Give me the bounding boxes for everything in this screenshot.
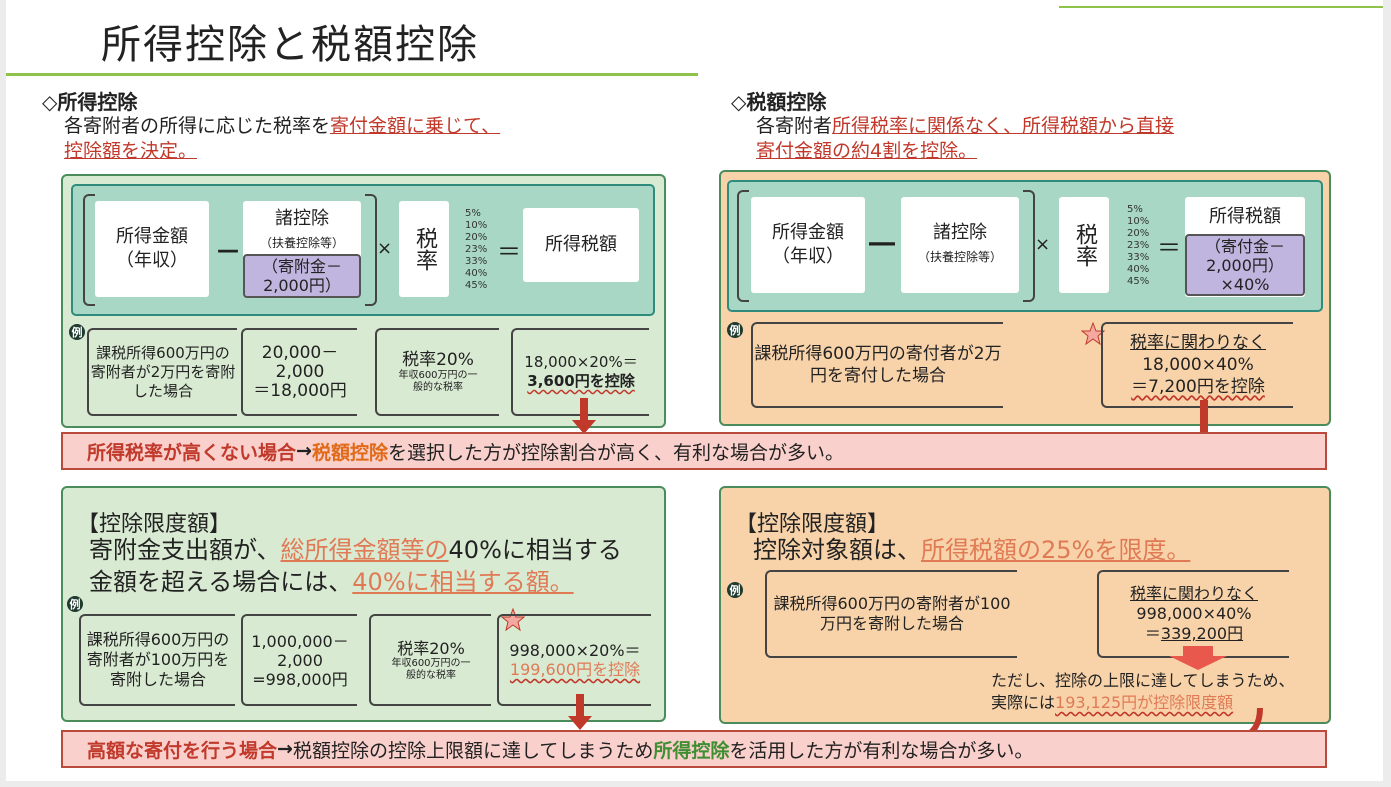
example-rate: 税率20% 年収600万円の一般的な税率: [369, 614, 491, 706]
deduction-box: 諸控除 （扶養控除等）: [901, 197, 1019, 293]
left-description: 各寄附者の所得に応じた税率を寄付金額に乗じて、 控除額を決定。: [64, 115, 501, 162]
example-case: 課税所得600万円の寄附者が100万円を寄附した場合: [765, 570, 1017, 658]
tax-credit-formula: 所得金額 （年収） ― 諸控除 （扶養控除等） × 税率 5%10%20%23%…: [727, 180, 1323, 312]
example-case: 課税所得600万円の寄附者が100万円を寄附した場合: [79, 614, 235, 706]
right-limit-panel: 【控除限度額】 控除対象額は、所得税額の25%を限度。 例 課税所得600万円の…: [719, 486, 1331, 724]
equals-sign: ＝: [1157, 234, 1181, 262]
example-result: 税率に関わりなく 18,000×40% ＝7,200円を控除: [1101, 322, 1293, 408]
limit-heading: 【控除限度額】: [77, 512, 232, 537]
recommendation-banner-1: 所得税率が高くない場合 → 税額控除 を選択した方が控除割合が高く、有利な場合が…: [61, 432, 1327, 470]
donation-box: （寄附金－2,000円）: [243, 254, 361, 298]
times-sign: ×: [1035, 234, 1051, 255]
example-result: 998,000×20%＝ 199,600円を控除: [497, 614, 651, 706]
limit-heading: 【控除限度額】: [735, 512, 890, 537]
limit-note: ただし、控除の上限に達してしまうため、 実際には193,125円が控除限度額: [991, 671, 1295, 712]
donation-box: （寄付金－2,000円）×40%: [1185, 234, 1305, 296]
income-deduction-panel: 所得金額 （年収） － 諸控除 （扶養控除等） （寄附金－2,000円） × 税…: [61, 174, 666, 428]
limit-text: 控除対象額は、所得税額の25%を限度。: [753, 536, 1191, 564]
down-arrow-icon: [572, 398, 596, 438]
left-limit-panel: 【控除限度額】 寄附金支出額が、総所得金額等の40%に相当する 金額を超える場合…: [61, 486, 666, 722]
example-rate: 税率20% 年収600万円の一般的な税率: [375, 328, 499, 416]
example-case: 課税所得600万円の寄付者が2万円を寄付した場合: [751, 322, 1003, 408]
down-arrow-icon: [1169, 646, 1227, 674]
example-calc: 20,000－ 2,000 ＝18,000円: [241, 328, 357, 416]
down-arrow-icon: [568, 694, 592, 734]
equals-sign: ＝: [497, 238, 521, 266]
rate-box: 税率: [399, 201, 449, 297]
rate-box: 税率: [1059, 197, 1109, 293]
minus-sign: ―: [869, 228, 895, 258]
rate-list: 5%10%20%23%33%40%45%: [1127, 204, 1150, 287]
income-box: 所得金額 （年収）: [751, 197, 865, 293]
example-calc: 1,000,000－ 2,000 =998,000円: [241, 614, 357, 706]
tax-credit-panel: 所得金額 （年収） ― 諸控除 （扶養控除等） × 税率 5%10%20%23%…: [719, 170, 1331, 426]
example-case: 課税所得600万円の寄附者が2万円を寄附した場合: [87, 328, 237, 416]
minus-sign: －: [215, 238, 242, 268]
right-heading: ◇税額控除: [731, 90, 827, 114]
left-heading: ◇所得控除: [42, 90, 138, 114]
recommendation-banner-2: 高額な寄付を行う場合 → 税額控除の控除上限額に達してしまうため 所得控除 を活…: [61, 730, 1327, 768]
example-badge: 例: [727, 322, 743, 338]
page-title: 所得控除と税額控除: [101, 22, 479, 68]
rate-list: 5%10%20%23%33%40%45%: [465, 208, 488, 291]
income-deduction-formula: 所得金額 （年収） － 諸控除 （扶養控除等） （寄附金－2,000円） × 税…: [71, 184, 655, 316]
example-result: 税率に関わりなく 998,000×40% ＝339,200円: [1097, 570, 1289, 658]
example-badge: 例: [67, 596, 83, 612]
slide: 所得控除と税額控除 ◇所得控除 各寄附者の所得に応じた税率を寄付金額に乗じて、 …: [6, 0, 1383, 781]
result-box: 所得税額: [523, 208, 639, 282]
star-icon: [500, 607, 526, 632]
example-badge: 例: [69, 324, 85, 340]
times-sign: ×: [377, 238, 393, 259]
example-badge: 例: [727, 582, 743, 598]
limit-text: 寄附金支出額が、総所得金額等の40%に相当する 金額を超える場合には、40%に相…: [89, 536, 622, 596]
example-result: 18,000×20%＝ 3,600円を控除: [511, 328, 649, 416]
right-description: 各寄附者所得税率に関係なく、所得税額から直接 寄付金額の約4割を控除。: [756, 115, 1175, 162]
income-box: 所得金額 （年収）: [95, 201, 209, 297]
top-right-rule: [1059, 6, 1383, 8]
title-rule: [6, 73, 698, 76]
